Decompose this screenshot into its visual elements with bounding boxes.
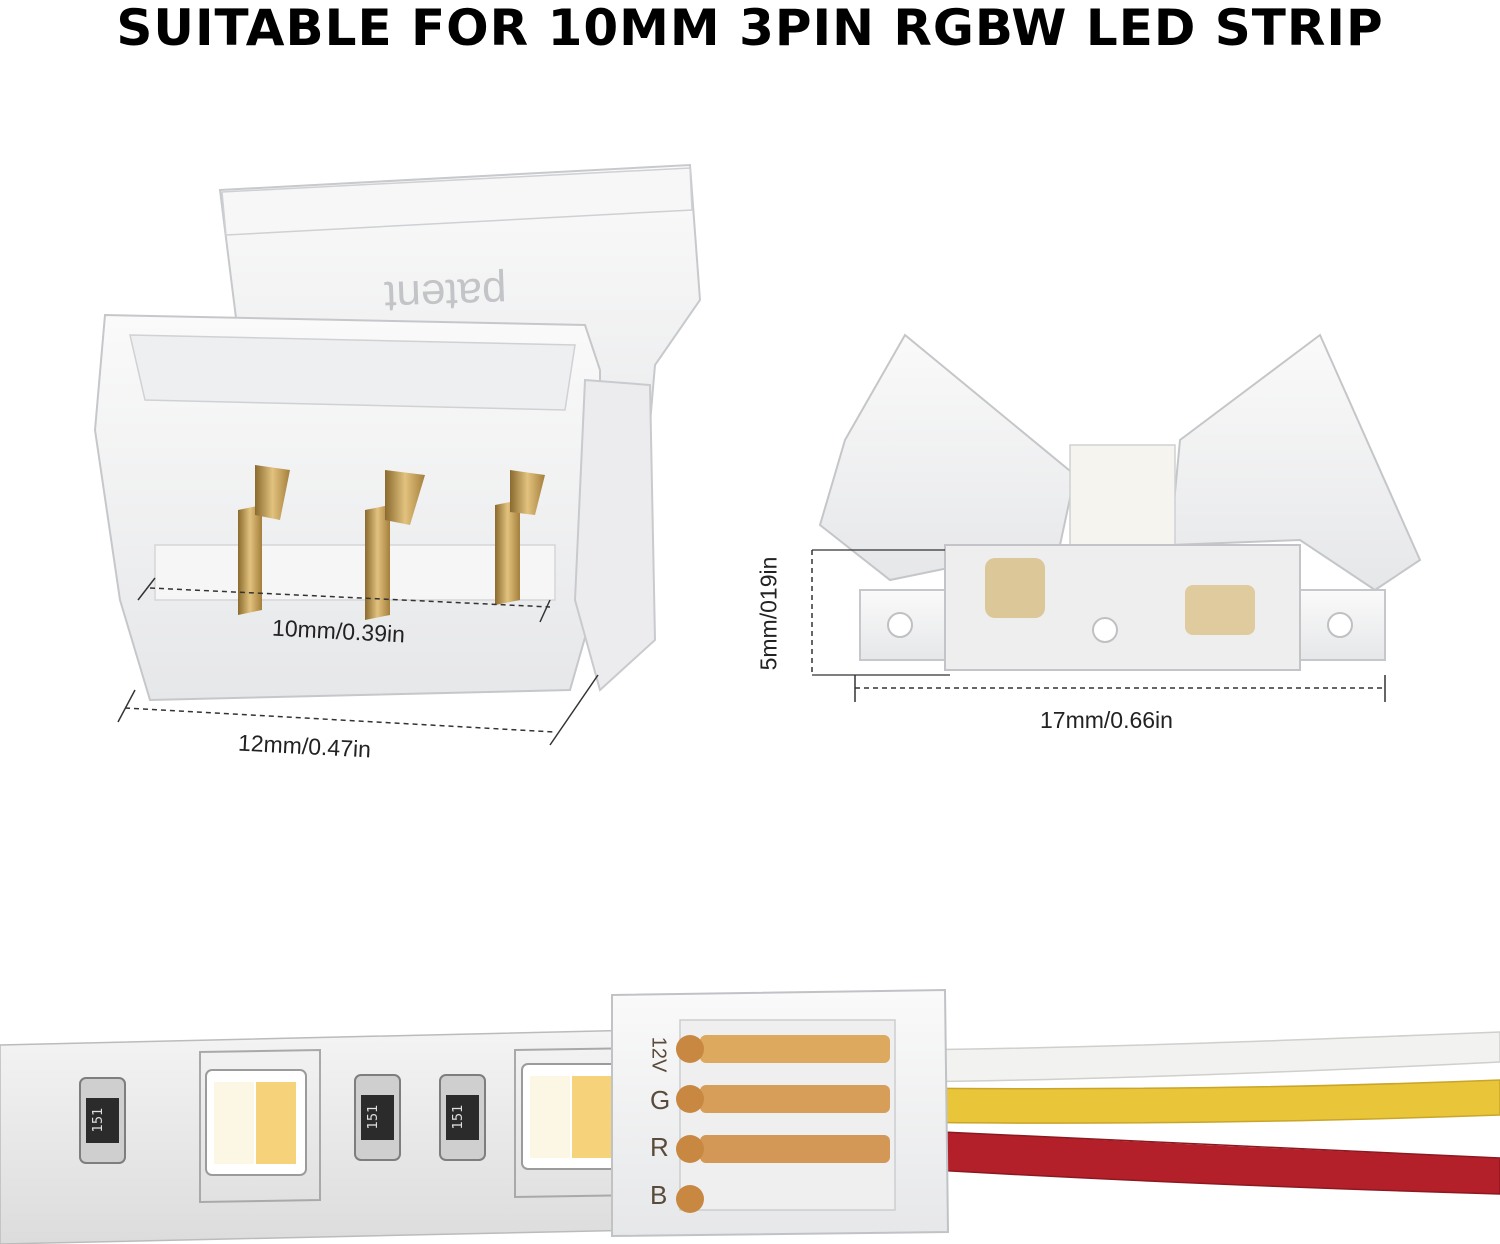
led-strip-assembly: 151 151 151 (0, 988, 1500, 1244)
resistor: 151 (439, 1074, 486, 1161)
pin-label-b: B (650, 1180, 668, 1210)
page-title: SUITABLE FOR 10MM 3PIN RGBW LED STRIP (116, 0, 1384, 57)
pin-label-12v: 12V (647, 1036, 670, 1073)
patent-embossed-text: patent (384, 268, 508, 321)
svg-text:151: 151 (451, 1105, 466, 1130)
dimension-height: 5mm/019in (755, 556, 782, 671)
pin-label-r: R (650, 1132, 669, 1162)
open-connector-side-view (811, 333, 1422, 702)
svg-text:151: 151 (366, 1105, 381, 1130)
led-chip (521, 1063, 623, 1170)
wires (899, 1031, 1500, 1195)
copper-contacts (676, 1035, 890, 1213)
gold-pins (238, 465, 545, 620)
led-chip (205, 1069, 307, 1176)
dimension-length: 17mm/0.66in (1040, 707, 1173, 733)
resistor: 151 (79, 1077, 126, 1164)
pin-label-g: G (650, 1085, 671, 1115)
resistor: 151 (354, 1074, 401, 1161)
open-connector-front-view: patent (93, 163, 702, 746)
svg-text:151: 151 (91, 1108, 106, 1133)
